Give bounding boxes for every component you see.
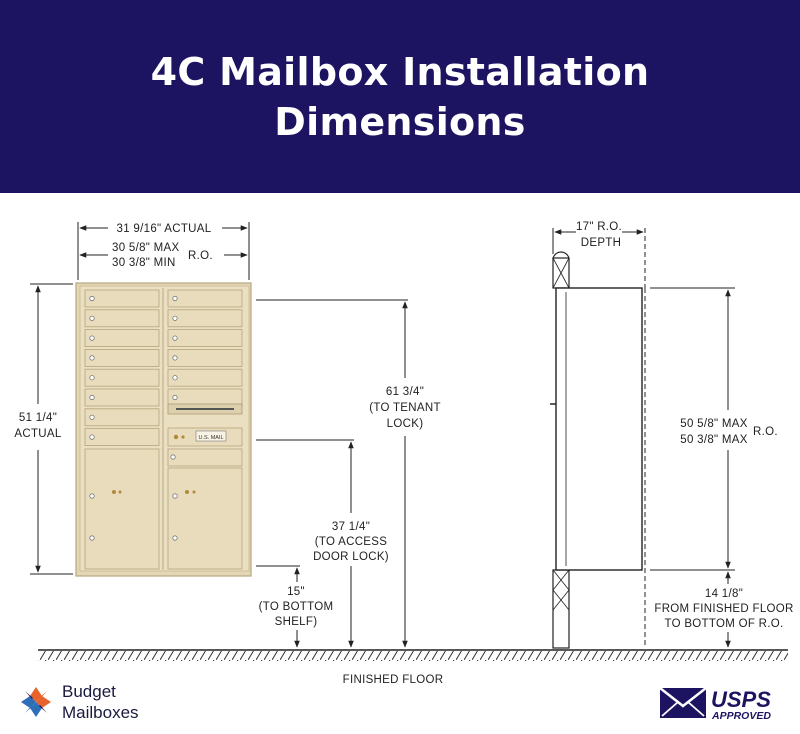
finished-floor-label: FINISHED FLOOR bbox=[343, 674, 444, 686]
tenant-door bbox=[84, 289, 160, 308]
usps-label: USPS bbox=[711, 687, 771, 712]
tenant-door bbox=[84, 368, 160, 387]
usps-eagle-icon bbox=[659, 687, 707, 718]
finished-floor bbox=[38, 649, 788, 661]
parcel-locker-left bbox=[84, 448, 160, 570]
brand-name-line-2: Mailboxes bbox=[62, 703, 139, 722]
parcel-locker-right bbox=[167, 467, 243, 570]
unit-height-dimension bbox=[30, 283, 73, 575]
ro-width-min-label: 30 3/8" MIN bbox=[112, 257, 176, 269]
ro-height-ro-label: R.O. bbox=[753, 426, 778, 438]
tenant-door bbox=[84, 428, 160, 447]
tenant-door bbox=[167, 309, 243, 328]
bottom-shelf-text-1: (TO BOTTOM bbox=[259, 601, 334, 613]
page-title-line-1: 4C Mailbox Installation bbox=[150, 49, 650, 94]
bottom-shelf-value: 15" bbox=[287, 586, 305, 598]
mailbox-side-profile bbox=[555, 287, 643, 571]
front-width-dimensions bbox=[77, 222, 250, 280]
us-mail-tag bbox=[195, 430, 227, 442]
door-lock-icon bbox=[89, 355, 95, 361]
installation-diagram: U.S. MAIL 31 9/16" ACTUAL 30 5/8" MAX 30… bbox=[14, 221, 793, 722]
door-lock-icon bbox=[89, 394, 95, 401]
ro-width-max-label: 30 5/8" MAX bbox=[112, 242, 180, 254]
access-lock-dimension bbox=[256, 439, 354, 648]
bottom-shelf-dimension bbox=[256, 565, 300, 648]
door-lock-icon bbox=[89, 434, 95, 440]
floor-to-ro-text-2: TO BOTTOM OF R.O. bbox=[664, 618, 783, 630]
tenant-lock-value: 61 3/4" bbox=[386, 386, 424, 398]
door-lock-icon bbox=[89, 375, 95, 381]
door-lock-icon bbox=[172, 335, 178, 341]
tenant-door bbox=[167, 348, 243, 367]
front-view: U.S. MAIL bbox=[75, 282, 252, 577]
title-banner: 4C Mailbox Installation Dimensions bbox=[0, 0, 800, 193]
access-lock-text-1: (TO ACCESS bbox=[315, 536, 387, 548]
bottom-shelf-text-2: SHELF) bbox=[275, 616, 318, 628]
width-actual-label: 31 9/16" ACTUAL bbox=[117, 223, 212, 235]
door-lock-icon bbox=[172, 375, 178, 381]
tenant-door bbox=[84, 408, 160, 427]
tenant-doors-right bbox=[167, 289, 243, 407]
tenant-door bbox=[84, 329, 160, 348]
ro-width-ro-label: R.O. bbox=[188, 250, 213, 262]
page-title-line-2: Dimensions bbox=[274, 99, 526, 144]
tenant-lock-dimension bbox=[256, 299, 408, 648]
height-actual-label: ACTUAL bbox=[14, 428, 61, 440]
tenant-door bbox=[167, 388, 243, 407]
door-lock-icon bbox=[172, 315, 178, 321]
tenant-lock-text-2: LOCK) bbox=[387, 418, 424, 430]
tenant-door bbox=[84, 348, 160, 367]
ro-depth-value: 17" R.O. bbox=[576, 221, 622, 233]
floor-to-ro-value: 14 1/8" bbox=[705, 588, 743, 600]
height-value-label: 51 1/4" bbox=[19, 412, 57, 424]
us-mail-tag-text: U.S. MAIL bbox=[198, 435, 223, 441]
tenant-door bbox=[167, 289, 243, 308]
door-lock-icon bbox=[172, 394, 178, 401]
tenant-door bbox=[84, 388, 160, 407]
tenant-door bbox=[167, 329, 243, 348]
tenant-lock-text-1: (TO TENANT bbox=[369, 402, 441, 414]
brand-flower-icon bbox=[21, 687, 51, 717]
tenant-door bbox=[167, 368, 243, 387]
floor-to-ro-text-1: FROM FINISHED FLOOR bbox=[654, 603, 793, 615]
usps-approved-label: APPROVED bbox=[711, 710, 771, 722]
ro-height-min-label: 50 3/8" MAX bbox=[680, 434, 748, 446]
door-lock-icon bbox=[89, 414, 95, 420]
door-lock-icon bbox=[172, 355, 178, 361]
door-lock-icon bbox=[89, 295, 95, 302]
tenant-door bbox=[84, 309, 160, 328]
access-lock-text-2: DOOR LOCK) bbox=[313, 551, 389, 563]
door-lock-icon bbox=[89, 315, 95, 321]
brand-name-line-1: Budget bbox=[62, 682, 116, 701]
ro-depth-text: DEPTH bbox=[581, 237, 621, 249]
budget-mailboxes-logo: Budget Mailboxes bbox=[21, 682, 139, 722]
access-lock-value: 37 1/4" bbox=[332, 521, 370, 533]
ro-height-max-label: 50 5/8" MAX bbox=[680, 418, 748, 430]
door-lock-icon bbox=[172, 295, 178, 302]
side-view bbox=[550, 228, 735, 649]
tenant-doors-left bbox=[84, 289, 160, 447]
usps-approved-badge: USPS APPROVED bbox=[659, 687, 771, 722]
door-lock-icon bbox=[89, 335, 95, 341]
